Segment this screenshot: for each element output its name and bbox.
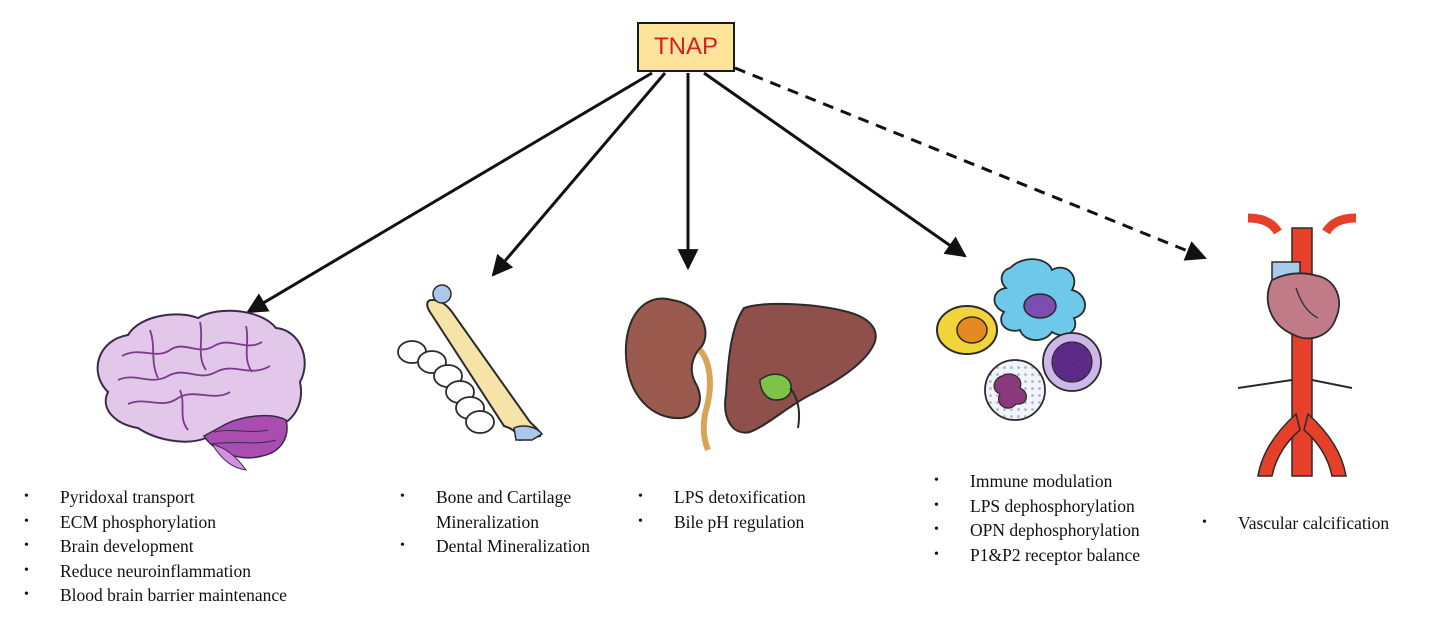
edge-bone-teeth — [491, 72, 667, 277]
list-item: Bile pH regulation — [634, 510, 806, 535]
list-item: Dental Mineralization — [396, 534, 590, 559]
list-item: ECM phosphorylation — [20, 510, 287, 535]
brain-icon — [96, 309, 306, 471]
list-item: Pyridoxal transport — [20, 485, 287, 510]
list-item: Immune modulation — [930, 469, 1140, 494]
heart-aorta-icon — [1237, 213, 1357, 477]
bone-teeth-icon — [397, 284, 544, 442]
root-node-label: TNAP — [653, 33, 718, 60]
brain-function-list: Pyridoxal transport ECM phosphorylation … — [20, 485, 287, 608]
root-node-tnap: TNAP — [637, 22, 735, 72]
list-item: OPN dephosphorylation — [930, 518, 1140, 543]
list-item: P1&P2 receptor balance — [930, 543, 1140, 568]
kidney-liver-function-list: LPS detoxification Bile pH regulation — [634, 485, 806, 534]
list-item: LPS dephosphorylation — [930, 494, 1140, 519]
list-item: LPS detoxification — [634, 485, 806, 510]
edge-immune-cells — [703, 71, 967, 258]
immune-function-list: Immune modulation LPS dephosphorylation … — [930, 469, 1140, 567]
list-item: Reduce neuroinflammation — [20, 559, 287, 584]
list-item: Blood brain barrier maintenance — [20, 583, 287, 608]
list-item: Bone and Cartilage Mineralization — [396, 485, 590, 534]
list-item: Vascular calcification — [1198, 511, 1389, 536]
bone-teeth-function-list: Bone and Cartilage Mineralization Dental… — [396, 485, 590, 559]
immune-cells-icon — [936, 258, 1102, 421]
edge-vascular — [734, 66, 1207, 261]
vascular-function-list: Vascular calcification — [1198, 511, 1389, 536]
edge-brain — [246, 71, 653, 314]
edge-group — [246, 66, 1207, 314]
list-item: Brain development — [20, 534, 287, 559]
kidney-liver-icon — [624, 297, 877, 452]
